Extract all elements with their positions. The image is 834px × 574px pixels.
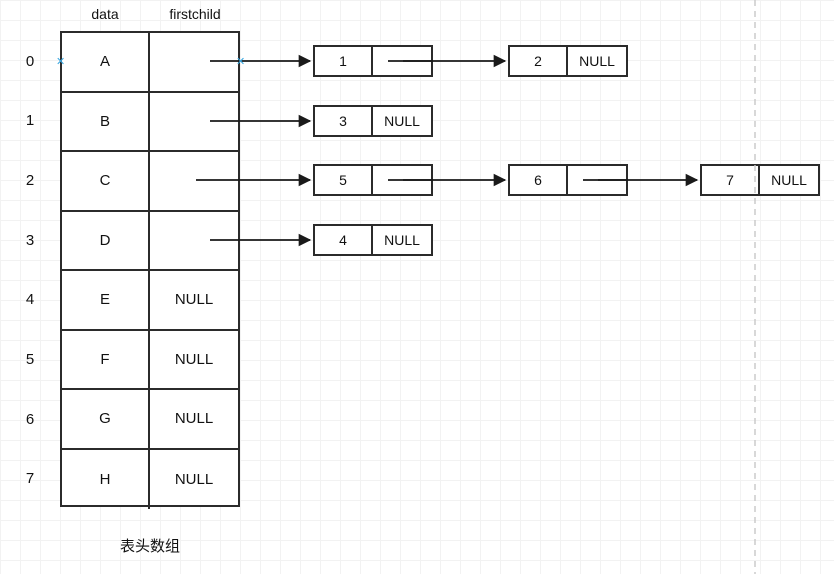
cell-firstchild-4: NULL <box>174 291 214 309</box>
table-row: H NULL <box>62 449 238 509</box>
list-node-0-0: 1 <box>313 45 433 77</box>
cell-data-1: B <box>62 92 150 150</box>
cell-firstchild-6: NULL <box>174 410 214 428</box>
cell-data-7: H <box>62 449 150 509</box>
cell-firstchild-5: NULL <box>174 350 214 368</box>
cell-firstchild-0 <box>150 33 238 91</box>
list-node-3-0: 4 NULL <box>313 224 433 256</box>
row-index-3: 3 <box>25 232 35 249</box>
node-next-null: NULL <box>579 53 615 69</box>
row-index-6: 6 <box>25 411 35 428</box>
row-index-4: 4 <box>25 291 35 308</box>
node-value: 3 <box>315 107 373 135</box>
node-next-pointer <box>373 166 431 194</box>
list-node-1-0: 3 NULL <box>313 105 433 137</box>
cell-data-0: A <box>62 33 150 91</box>
row-index-1: 1 <box>25 112 35 129</box>
table-row: A <box>62 33 238 93</box>
cell-data-2: C <box>62 152 150 210</box>
list-node-2-2: 7 NULL <box>700 164 820 196</box>
column-header-data: data <box>91 6 119 22</box>
list-node-2-0: 5 <box>313 164 433 196</box>
table-row: D <box>62 211 238 271</box>
header-array-table: A B C D E NULL F NULL G NULL H NULL <box>60 31 240 509</box>
row-index-5: 5 <box>25 351 35 368</box>
node-value: 6 <box>510 166 568 194</box>
table-row: F NULL <box>62 330 238 390</box>
diagram-caption: 表头数组 <box>119 538 180 555</box>
column-header-firstchild: firstchild <box>169 6 221 22</box>
node-next-pointer <box>373 47 431 75</box>
cell-data-6: G <box>62 390 150 448</box>
table-row: B <box>62 92 238 152</box>
cell-firstchild-2 <box>150 152 238 210</box>
table-row: G NULL <box>62 390 238 450</box>
node-value: 2 <box>510 47 568 75</box>
node-value: 1 <box>315 47 373 75</box>
row-index-7: 7 <box>25 470 35 487</box>
table-row: E NULL <box>62 271 238 331</box>
node-next-null: NULL <box>771 172 807 188</box>
row-index-0: 0 <box>25 53 35 70</box>
list-node-0-1: 2 NULL <box>508 45 628 77</box>
table-row: C <box>62 152 238 212</box>
node-value: 7 <box>702 166 760 194</box>
anchor-marker-row0-right: ✕ <box>236 55 246 68</box>
cell-firstchild-7: NULL <box>174 470 214 488</box>
cell-firstchild-1 <box>150 93 238 151</box>
node-next-null: NULL <box>384 113 420 129</box>
node-next-null: NULL <box>384 232 420 248</box>
node-value: 4 <box>315 226 373 254</box>
row-index-2: 2 <box>25 172 35 189</box>
list-node-2-1: 6 <box>508 164 628 196</box>
node-next-pointer <box>568 166 626 194</box>
cell-data-4: E <box>62 271 150 329</box>
cell-data-5: F <box>62 330 150 388</box>
cell-firstchild-3 <box>150 212 238 270</box>
node-value: 5 <box>315 166 373 194</box>
anchor-marker-row0-left: ✕ <box>56 55 66 68</box>
cell-data-3: D <box>62 211 150 269</box>
